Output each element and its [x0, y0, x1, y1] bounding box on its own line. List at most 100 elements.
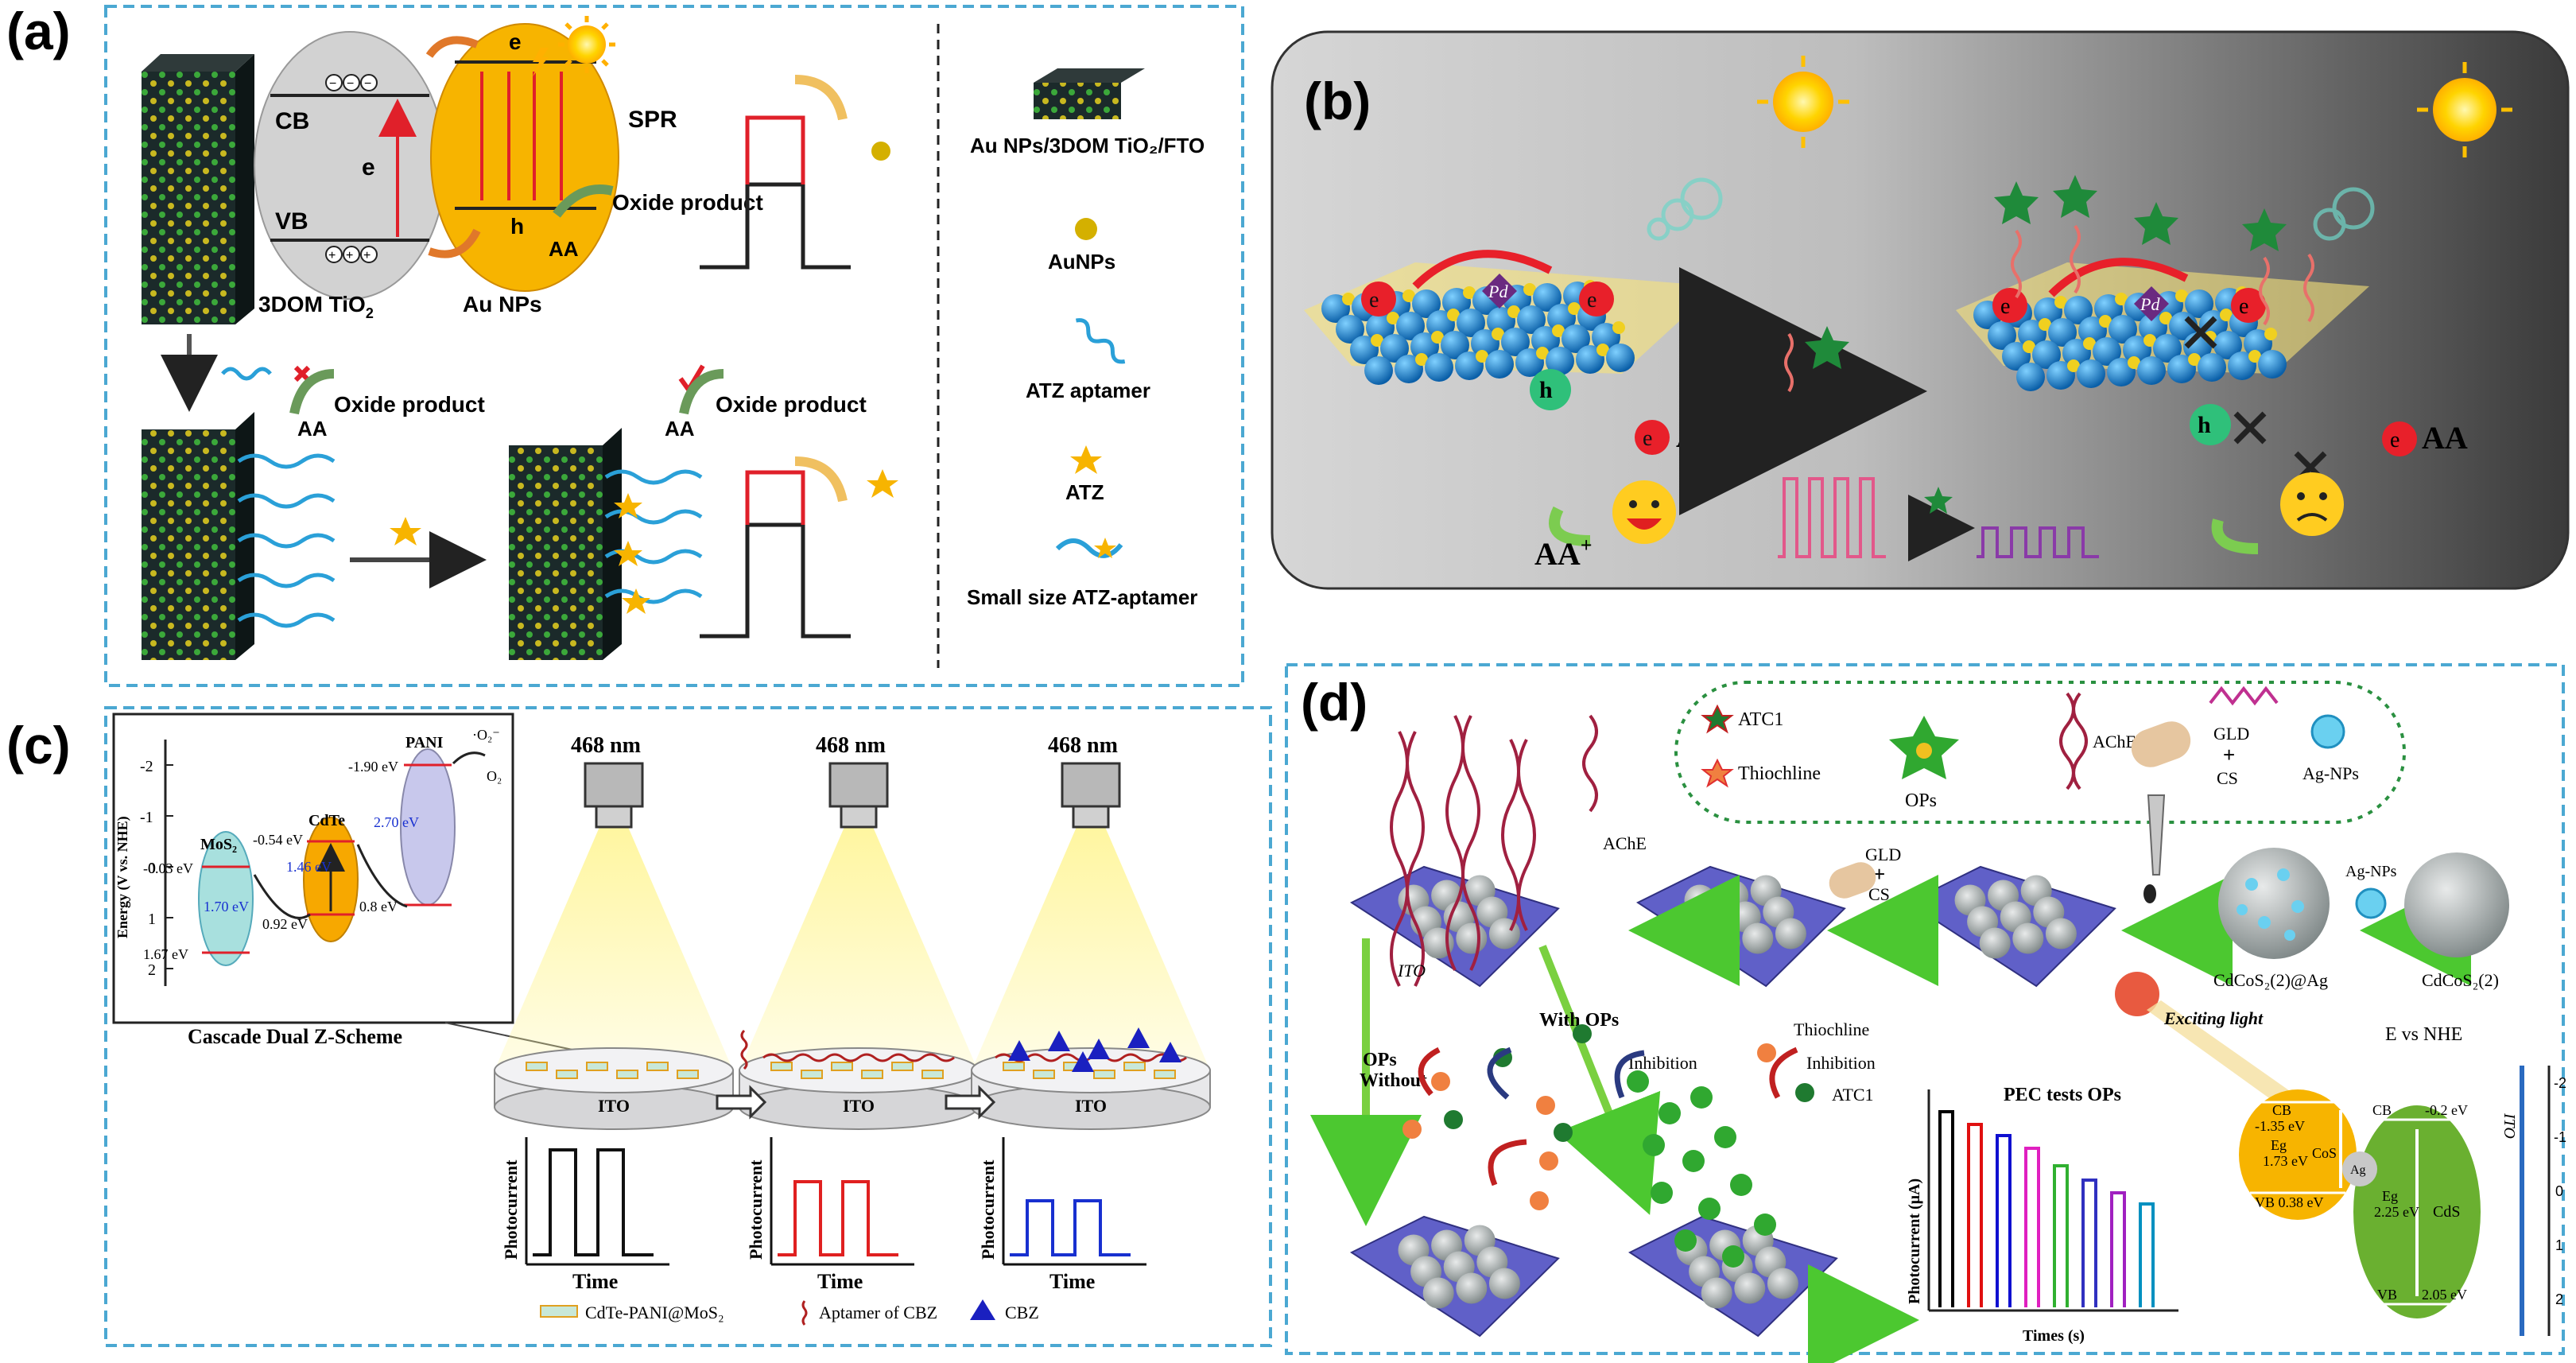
- band-vb-1: VB 0.38 eV: [2255, 1194, 2324, 1210]
- e-label-right-2: e: [2239, 294, 2248, 319]
- hole-right: [2190, 404, 2231, 445]
- sulfur-atom: [2099, 315, 2112, 328]
- sulfur-atom: [2128, 356, 2140, 369]
- au-e-label: e: [509, 29, 522, 54]
- light-cone: [495, 827, 733, 1070]
- nanocomposite-dot: [921, 1070, 944, 1079]
- pulse-top: [700, 115, 851, 270]
- wavelength-label: 468 nm: [571, 733, 641, 758]
- pec-xlabel: Times (s): [2023, 1327, 2085, 1345]
- light-trail-right: [2313, 187, 2375, 241]
- tio2-block-mid: [142, 429, 235, 660]
- band-cos: CoS: [2312, 1145, 2337, 1161]
- cbz-triangle: [1008, 1040, 1030, 1061]
- legend-d-ache-icon: [2059, 692, 2075, 790]
- tio2-label: 3DOM TiO2: [258, 292, 374, 321]
- particle-sphere: [1742, 922, 1774, 954]
- scale-tick-1: -1: [2554, 1129, 2566, 1145]
- panel-a-label: (a): [6, 2, 71, 60]
- nanocomposite-dot: [526, 1062, 548, 1071]
- hole-symbols: + + +: [325, 246, 378, 263]
- mos2-cb-level: -0.03 eV: [143, 860, 193, 876]
- sad-face-icon: [2280, 472, 2344, 536]
- mos2-label: MoS₂: [200, 836, 237, 853]
- legend-label-3: ATZ: [1065, 480, 1104, 504]
- sad-mouth: [2296, 513, 2328, 522]
- sulfur-atom: [1507, 305, 1520, 318]
- h-label-left: h: [1539, 377, 1553, 403]
- light-cone: [972, 827, 1210, 1070]
- cdcos-ag-particle: [2218, 848, 2330, 959]
- sulfur-atom: [1415, 353, 1428, 366]
- particle-sphere: [1456, 1272, 1488, 1304]
- pd-diamond-right: [2134, 286, 2169, 321]
- pec-pulse: [2139, 1202, 2155, 1307]
- aa-label-1: AA: [549, 237, 579, 261]
- star-on-arrow: [1805, 326, 1849, 369]
- lattice-atom: [1533, 283, 1562, 312]
- oxide-arrow-right: [679, 369, 724, 415]
- happy-mouth: [1627, 518, 1662, 530]
- panel-b-label: (b): [1304, 72, 1371, 130]
- sulfur-atom: [2067, 359, 2080, 372]
- e-label-left-1: e: [1369, 288, 1379, 313]
- lattice-atom: [1425, 353, 1453, 382]
- light-nozzle: [840, 805, 878, 829]
- lattice-atom: [1364, 356, 1393, 385]
- pipette-drop: [2143, 884, 2156, 903]
- band-cds: CdS: [2433, 1203, 2460, 1221]
- cbz-triangle: [1048, 1031, 1070, 1051]
- lattice-atom: [2213, 331, 2242, 359]
- panel-d-label: (d): [1301, 673, 1368, 732]
- lattice-atom: [1457, 309, 1485, 337]
- thiochline-molecules: [1402, 1043, 1776, 1210]
- e-label-left-2: e: [1587, 288, 1596, 313]
- cs-label-mid: CS: [1868, 884, 1890, 904]
- ops-label-left: OPs: [1363, 1050, 1397, 1070]
- lattice-atom: [2077, 359, 2105, 388]
- legend-c-cbz-icon: [970, 1299, 995, 1320]
- aptamer-stars-right: [1994, 175, 2287, 251]
- photocurrent-pulse: [778, 1180, 898, 1256]
- sulfur-atom: [2023, 340, 2035, 353]
- band-eg-1: Eg: [2271, 1137, 2287, 1153]
- scale-tick-3: 1: [2555, 1237, 2563, 1253]
- lattice-atom: [1606, 344, 1635, 372]
- sulfur-atom: [2115, 293, 2128, 305]
- ito-disk-top: [494, 1047, 734, 1093]
- pulse-b-low: [1977, 526, 2099, 558]
- transfer-arrow-top: [425, 36, 479, 58]
- lattice-atom: [1396, 312, 1425, 340]
- lattice-atom: [1441, 331, 1469, 359]
- scale-tick-2: 0: [2555, 1183, 2563, 1199]
- sulfur-atom: [1568, 302, 1581, 315]
- pec-pulses: [1938, 1110, 2155, 1307]
- nanocomposite-dot: [770, 1062, 793, 1071]
- au-label: Au NPs: [463, 292, 542, 316]
- pulse-b-star: [1924, 487, 1953, 514]
- nanocomposite-dot: [1033, 1070, 1055, 1079]
- tio2-block-top: [142, 72, 235, 324]
- lattice-atom: [1517, 305, 1546, 334]
- au-transition-arrows: [480, 72, 563, 200]
- particle-sphere: [1456, 922, 1488, 954]
- e-vs-nhe-label: E vs NHE: [2385, 1024, 2462, 1045]
- energy-ticks: [165, 764, 173, 969]
- particle-sphere: [1775, 918, 1806, 949]
- nanocomposite-dot: [556, 1070, 578, 1079]
- particle-sphere: [1734, 1272, 1766, 1304]
- nanocomposite-dot: [891, 1062, 914, 1071]
- sun-right-icon: [2433, 78, 2496, 142]
- plus-mid: +: [1873, 862, 1885, 886]
- particle-sphere: [1701, 1277, 1732, 1309]
- au-arrow-top: [794, 75, 848, 121]
- agnp-icon-d: [2355, 887, 2387, 919]
- legend-aptamer-icon: [1076, 318, 1126, 364]
- sulfur-atom: [2159, 312, 2172, 324]
- pec-pulse: [2110, 1191, 2126, 1307]
- transfer-arrow-left: [1412, 250, 1553, 289]
- aptamer-icon-small: [221, 367, 272, 381]
- legend-d-cs: CS: [2217, 768, 2238, 788]
- pani-label: PANI: [405, 734, 444, 751]
